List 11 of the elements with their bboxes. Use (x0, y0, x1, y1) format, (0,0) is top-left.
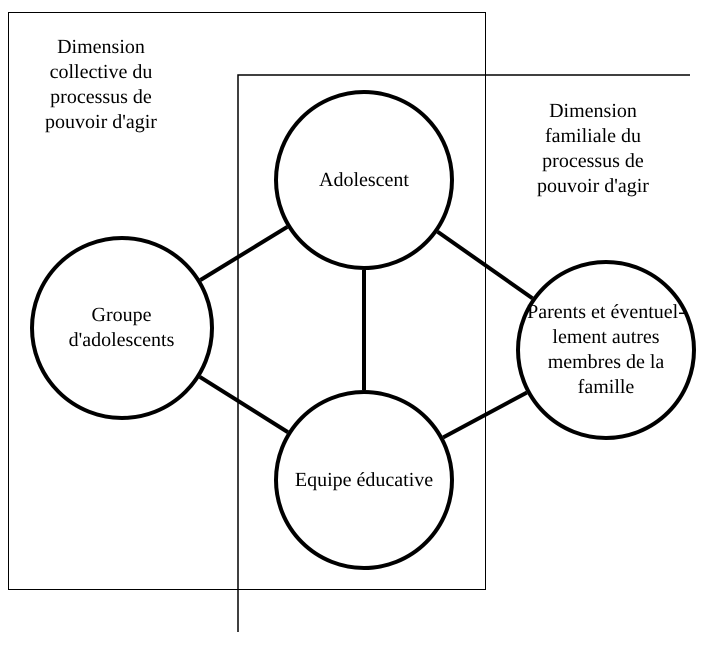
connector-line (436, 230, 534, 300)
node-label: Parents et éventuel-lement autres membres de la famille (526, 300, 686, 400)
frame-title: Dimension collective du processus de pouvoir d'agir (44, 35, 158, 135)
node-label: Adolescent (318, 168, 410, 192)
node-label: Groupe d'adolescents (68, 302, 176, 352)
connector-line (362, 270, 366, 390)
connector-line (442, 390, 528, 440)
frame-title: Dimension familiale du processus de pouvoir d'agir (518, 99, 668, 199)
connector-line (198, 375, 289, 434)
connector-line (199, 225, 288, 282)
node-label: Equipe éducative (294, 468, 434, 492)
